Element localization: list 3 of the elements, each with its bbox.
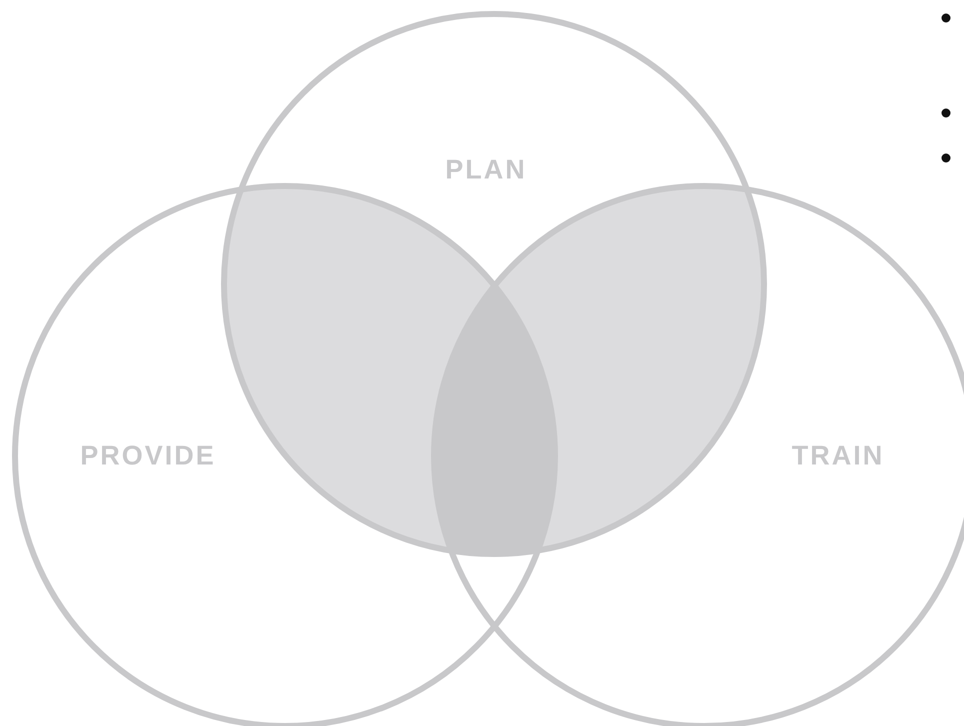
venn-circle (221, 11, 767, 557)
venn-circle (12, 183, 558, 726)
venn-circle (431, 183, 964, 726)
